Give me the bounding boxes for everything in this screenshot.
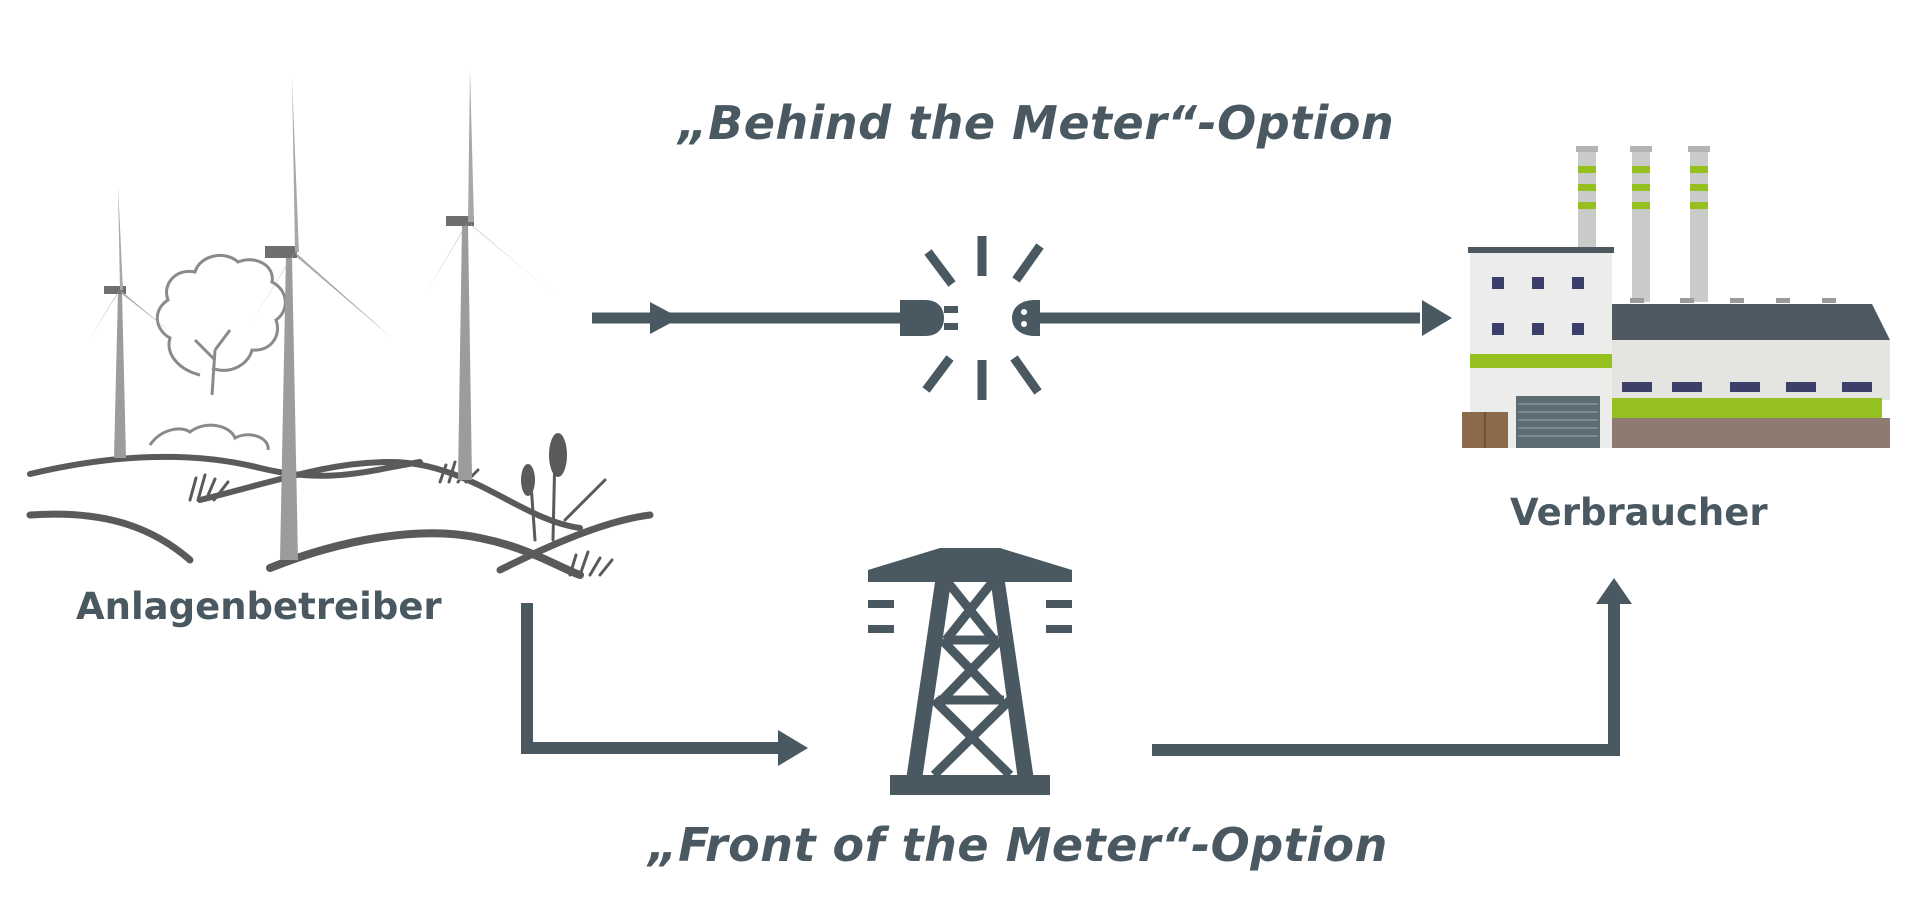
chimney [1576, 146, 1598, 252]
front-meter-arrow-right [1152, 578, 1632, 756]
wind-turbines-landscape-icon [26, 70, 654, 579]
reed-head [549, 433, 567, 477]
socket-icon [1012, 300, 1040, 336]
factory-windows [1492, 277, 1584, 335]
behind-meter-arrow-right [1040, 300, 1452, 336]
wind-turbine [250, 78, 392, 560]
plug-icon [900, 300, 958, 336]
hills-sketch [26, 453, 654, 579]
factory-icon [1462, 146, 1890, 448]
roof-vents [1630, 298, 1836, 303]
behind-the-meter-title: „Behind the Meter“-Option [678, 96, 1395, 150]
garage-door-lines [1518, 403, 1598, 437]
power-pylon-icon [868, 548, 1072, 795]
front-meter-arrow-left [521, 603, 808, 766]
behind-meter-arrow-left [592, 302, 900, 334]
chimney [1630, 146, 1652, 302]
tree-sketch [148, 253, 287, 451]
reed-head [521, 464, 535, 496]
producer-label: Anlagenbetreiber [76, 585, 442, 628]
spark-icon [922, 236, 1044, 400]
pylon-lattice [930, 577, 1014, 779]
chimney [1688, 146, 1710, 302]
wind-turbine [90, 185, 168, 458]
consumer-label: Verbraucher [1510, 491, 1768, 534]
factory-windows [1622, 382, 1872, 392]
wind-turbine [425, 70, 555, 480]
front-of-the-meter-title: „Front of the Meter“-Option [648, 818, 1388, 872]
